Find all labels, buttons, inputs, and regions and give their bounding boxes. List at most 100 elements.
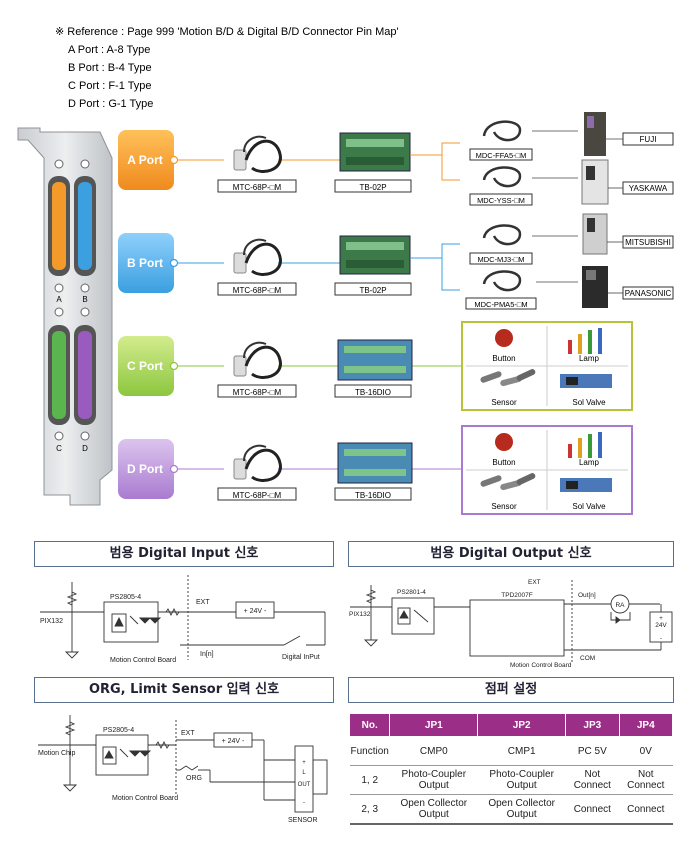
do-power-label: 24V: [655, 622, 667, 629]
jumper-header-jp2: JP2: [477, 713, 567, 737]
bracket-label-c: C: [56, 444, 62, 453]
table-cell: 2, 3: [349, 794, 390, 825]
sensor-circuit: PS2805-4 Motion Chip EXT + 24V - ORG + L: [38, 715, 328, 824]
port-b-label: B Port: [127, 256, 163, 270]
brand-panasonic: PANASONIC: [625, 289, 672, 298]
table-cell: CMP0: [389, 736, 478, 766]
table-cell: Function: [349, 736, 390, 766]
table-cell: Open Collector Output: [477, 794, 566, 825]
sn-out-label: OUT: [298, 782, 311, 788]
sn-pin-label: Motion Chip: [38, 750, 75, 757]
terminal-board-a: [339, 132, 411, 172]
digital-input-title: 범용 Digital Input 신호: [34, 541, 334, 567]
row-a: A Port MTC-68P-□M TB-02P MDC-FFA5-□M FUJ…: [118, 112, 674, 206]
terminal-board-b: [339, 235, 411, 275]
brand-fuji: FUJI: [640, 135, 657, 144]
table-cell: Not Connect: [565, 765, 620, 795]
servo-cable-b2-icon: [482, 270, 522, 292]
bracket-label-b: B: [82, 295, 87, 304]
servo-cable-a1-icon: [482, 120, 522, 142]
di-board-label: Motion Control Board: [110, 657, 176, 664]
jumper-header-jp1: JP1: [389, 713, 479, 737]
servo-cable-a2-icon: [482, 166, 522, 188]
reference-note: ※ Reference : Page 999 'Motion B/D & Dig…: [55, 26, 399, 38]
jumper-title: 점퍼 설정: [348, 677, 674, 703]
do-chip-label: PS2801-4: [397, 589, 426, 596]
sensor-title: ORG, Limit Sensor 입력 신호: [34, 677, 334, 703]
cable-a-label: MTC-68P-□M: [233, 183, 282, 192]
terminal-b-label: TB-02P: [359, 286, 386, 295]
button-icon: [495, 433, 513, 451]
jumper-table: No. JP1 JP2 JP3 JP4 Function CMP0 CMP1 P…: [348, 713, 674, 825]
bracket-label-a: A: [56, 295, 62, 304]
device-d-sol-valve: Sol Valve: [572, 502, 606, 511]
sensor-icon: [480, 473, 536, 491]
table-cell: CMP1: [477, 736, 566, 766]
do-ext-label: EXT: [528, 579, 541, 586]
cable-d-label: MTC-68P-□M: [233, 491, 282, 500]
device-d-button: Button: [492, 458, 515, 467]
table-cell: PC 5V: [565, 736, 620, 766]
table-cell: 0V: [619, 736, 673, 766]
port-a-label: A Port: [127, 153, 163, 167]
sol-valve-icon: [560, 478, 612, 492]
lamp-icon: [568, 432, 602, 458]
sn-minus-label: -: [303, 800, 305, 806]
table-cell: Open Collector Output: [389, 794, 478, 825]
table-cell: Connect: [619, 794, 673, 825]
sensor-icon: [480, 369, 536, 387]
cable-c-icon: [233, 341, 282, 379]
sn-sensor-label: SENSOR: [288, 817, 318, 824]
sn-org-label: ORG: [186, 775, 202, 782]
sn-chip-label: PS2805-4: [103, 727, 134, 734]
port-a-box: [118, 130, 174, 190]
sn-plus-label: +: [302, 760, 306, 766]
jumper-header-jp4: JP4: [618, 713, 674, 737]
do-minus-label: -: [660, 636, 662, 642]
cable-a-icon: [233, 135, 282, 173]
jumper-header-jp3: JP3: [565, 713, 620, 737]
device-d-sensor: Sensor: [491, 502, 517, 511]
servo-cable-a1-label: MDC-FFA5-□M: [476, 151, 527, 160]
reference-port-d: D Port : G-1 Type: [68, 98, 153, 110]
digital-output-title: 범용 Digital Output 신호: [348, 541, 674, 567]
terminal-c-label: TB-16DIO: [355, 388, 391, 397]
servo-cable-b1-icon: [482, 224, 522, 246]
port-c-box: [118, 336, 174, 396]
di-chip-label: PS2805-4: [110, 594, 141, 601]
table-cell: 1, 2: [349, 765, 390, 795]
servo-cable-b2-label: MDC-PMA5-□M: [474, 300, 527, 309]
di-in-label: In[n]: [200, 651, 214, 658]
row-c: C Port MTC-68P-□M TB-16DIO Button Lamp: [118, 321, 633, 411]
do-com-label: COM: [580, 655, 595, 662]
brand-yaskawa: YASKAWA: [629, 184, 668, 193]
terminal-board-c: [337, 339, 413, 381]
do-plus-label: +: [659, 616, 663, 622]
sn-ext-label: EXT: [181, 730, 195, 737]
table-cell: Connect: [565, 794, 620, 825]
cable-c-label: MTC-68P-□M: [233, 388, 282, 397]
table-row: Function CMP0 CMP1 PC 5V 0V: [349, 736, 673, 766]
pci-bracket: A B C D: [17, 127, 113, 506]
di-power-label: + 24V -: [244, 608, 267, 615]
terminal-d-label: TB-16DIO: [355, 491, 391, 500]
do-out-label: Out[n]: [578, 592, 596, 599]
sol-valve-icon: [560, 374, 612, 388]
table-cell: Photo-Coupler Output: [389, 765, 478, 795]
table-cell: Photo-Coupler Output: [477, 765, 566, 795]
di-pin-label: PIX132: [40, 618, 63, 625]
cable-d-icon: [233, 444, 282, 482]
row-b: B Port MTC-68P-□M TB-02P MDC-MJ3-□M MITS…: [118, 213, 674, 310]
sn-l-label: L: [302, 770, 306, 776]
row-d: D Port MTC-68P-□M TB-16DIO Button Lamp: [118, 425, 633, 515]
reference-port-b: B Port : B-4 Type: [68, 62, 152, 74]
digital-input-circuit: PS2805-4 PIX132 EXT + 24V - In[n] Digita…: [40, 575, 326, 664]
servo-cable-a2-label: MDC-YSS-□M: [477, 196, 525, 205]
cable-b-label: MTC-68P-□M: [233, 286, 282, 295]
table-cell: Not Connect: [619, 765, 673, 795]
terminal-board-d: [337, 442, 413, 484]
jumper-header-no: No.: [348, 713, 391, 737]
di-switch-label: Digital InPut: [282, 654, 320, 661]
